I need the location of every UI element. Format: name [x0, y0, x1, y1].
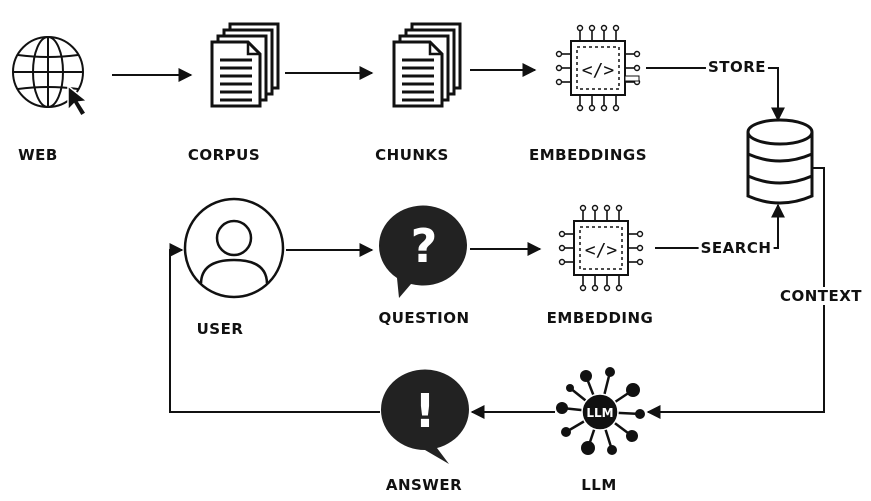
user-icon: [183, 197, 285, 299]
node-label-corpus: CORPUS: [187, 146, 261, 164]
chip-code-text-lower: </>: [585, 240, 618, 261]
node-label-answer: ANSWER: [385, 476, 463, 494]
edge-embeddings-store-db: [646, 67, 785, 122]
node-label-embedding: EMBEDDING: [546, 309, 654, 327]
chip-code-text: </>: [582, 60, 615, 81]
llm-icon-text: LLM: [586, 406, 613, 420]
question-mark: ?: [411, 219, 438, 273]
edge-answer-user: [169, 243, 380, 413]
node-label-question: QUESTION: [378, 309, 470, 327]
globe-cursor-icon: [12, 36, 89, 118]
node-label-llm: LLM: [581, 476, 617, 494]
node-label-user: USER: [196, 320, 244, 338]
node-label-web: WEB: [18, 146, 58, 164]
exclamation-mark: !: [415, 384, 436, 438]
edge-label-search: SEARCH: [698, 239, 774, 257]
llm-network-icon: [556, 367, 645, 455]
database-icon: [746, 118, 814, 205]
document-stack-icon-chunks: [392, 22, 462, 108]
exclamation-bubble-icon: [380, 369, 469, 464]
edge-label-store: STORE: [705, 58, 769, 76]
question-bubble-icon: [378, 205, 467, 298]
node-label-chunks: CHUNKS: [375, 146, 449, 164]
node-label-embeddings: EMBEDDINGS: [528, 146, 648, 164]
edge-label-context: CONTEXT: [777, 287, 865, 305]
chip-socket-small: [624, 75, 640, 82]
document-stack-icon-corpus: [210, 22, 280, 108]
edge-embedding-search-db: [655, 203, 785, 249]
